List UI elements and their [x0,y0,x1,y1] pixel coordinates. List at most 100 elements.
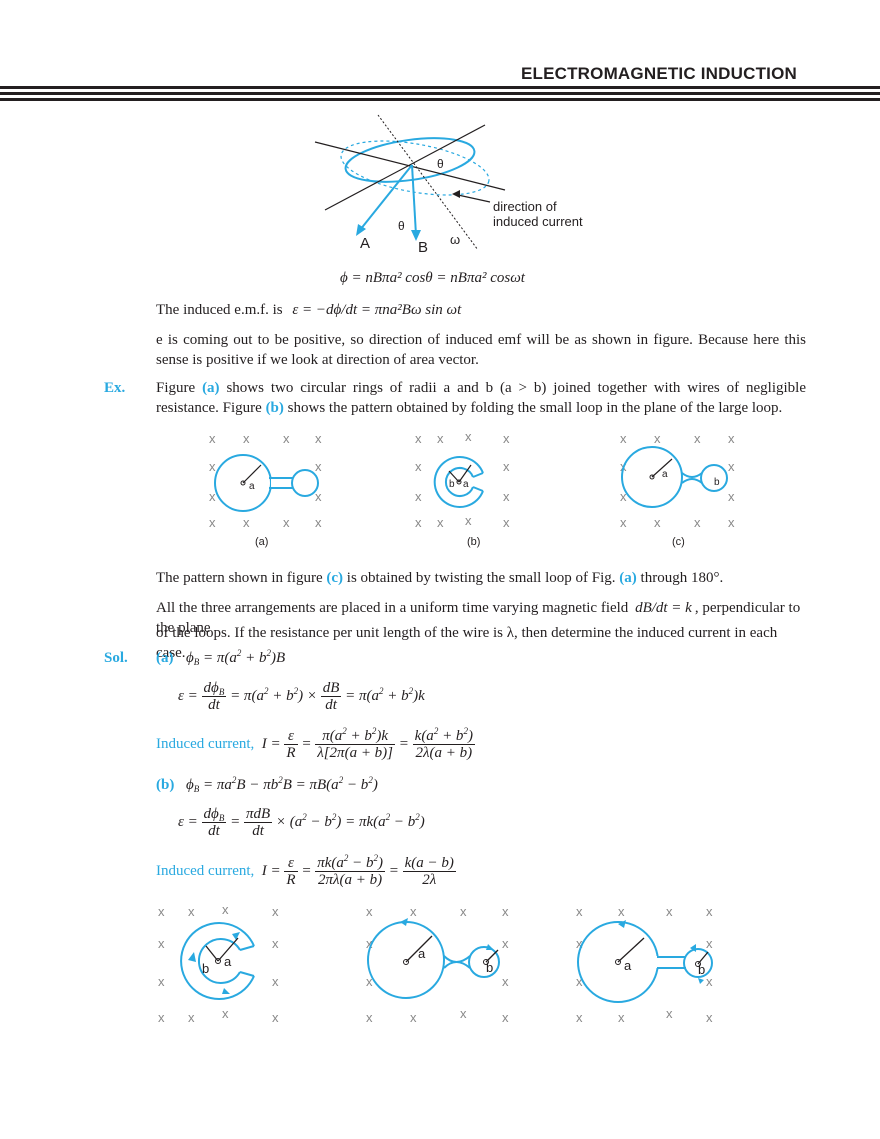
bottom-ring-figures: x x x x x x x x x x x x b a x x x x x x x x x x x x a b [158,902,713,1025]
text-2c: through 180°. [636,570,724,586]
angle-label-theta2: θ [398,219,405,233]
example-label: Ex. [104,380,126,396]
svg-text:x: x [620,489,627,504]
ref-b: (b) [265,400,284,416]
fig-c-label-b: b [714,477,720,488]
emf-prefix: The induced e.m.f. is [156,302,283,318]
svg-text:x: x [272,904,279,919]
angle-label-omega: ω [450,232,460,247]
svg-text:x: x [158,1010,165,1025]
svg-text:x: x [272,936,279,951]
svg-text:x: x [576,974,583,989]
rotating-coil-figure: A B θ θ ω direction of induced current [314,114,583,256]
bottom-right-label-a: a [624,958,632,973]
svg-text:x: x [209,489,216,504]
svg-text:x: x [465,513,472,528]
vector-label-a: A [360,235,370,252]
svg-text:x: x [502,974,509,989]
svg-text:x: x [283,515,290,530]
vector-label-b: B [418,239,428,256]
svg-text:x: x [222,1006,229,1021]
example-text-1b: shows two circular rings of radii a and … [156,380,806,416]
svg-text:x: x [315,459,322,474]
svg-text:x: x [415,515,422,530]
svg-text:x: x [618,1010,625,1025]
svg-text:x: x [158,904,165,919]
svg-text:x: x [222,902,229,917]
svg-text:x: x [503,515,510,530]
svg-text:x: x [366,974,373,989]
svg-text:x: x [209,459,216,474]
svg-text:x: x [728,489,735,504]
fig-caption-a: (a) [255,536,268,548]
annotation-line-1: direction of [493,199,557,214]
svg-text:x: x [188,904,195,919]
svg-text:x: x [315,515,322,530]
resistance-statement: of the loops. If the resistance per unit… [156,625,778,661]
svg-text:x: x [460,1006,467,1021]
flux-b: ϕB = πa2B − πb2B = πB(a2 − b2) [186,775,378,794]
svg-text:x: x [728,459,735,474]
svg-text:x: x [618,904,625,919]
bottom-mid-label-b: b [486,960,493,975]
text-3a: All the three arrangements are placed in… [156,600,629,616]
bottom-mid-label-a: a [418,946,426,961]
svg-text:x: x [209,431,216,446]
fig-caption-b: (b) [467,536,480,548]
svg-text:x: x [415,431,422,446]
svg-text:x: x [366,904,373,919]
fig-c-label-a: a [662,469,668,480]
svg-text:x: x [415,489,422,504]
svg-text:x: x [410,904,417,919]
svg-text:x: x [502,904,509,919]
svg-text:x: x [654,515,661,530]
svg-text:x: x [694,431,701,446]
svg-text:x: x [410,1010,417,1025]
svg-text:x: x [706,936,713,951]
fig-b-label-a: a [463,479,469,490]
emf-line: The induced e.m.f. is ε = −dϕ/dt = πna²B… [156,300,461,320]
svg-text:x: x [158,974,165,989]
svg-text:x: x [666,904,673,919]
svg-text:x: x [366,1010,373,1025]
svg-text:x: x [188,1010,195,1025]
svg-text:x: x [243,431,250,446]
annotation-line-2: induced current [493,214,583,229]
flux-a: ϕB = π(a2 + b2)B [186,648,286,667]
svg-text:x: x [576,1010,583,1025]
svg-text:x: x [415,459,422,474]
svg-text:x: x [576,936,583,951]
emf-equation: ε = −dϕ/dt = πna²Bω sin ωt [292,302,462,318]
svg-text:x: x [158,936,165,951]
bottom-left-label-a: a [224,954,232,969]
part-a-label: (a) [156,650,174,666]
svg-text:x: x [366,936,373,951]
header-rules [0,86,880,104]
svg-text:x: x [620,515,627,530]
fig-b-label-b: b [449,479,455,490]
svg-text:x: x [272,1010,279,1025]
svg-text:x: x [502,936,509,951]
svg-text:x: x [576,904,583,919]
bottom-right-label-b: b [698,962,705,977]
angle-label-theta: θ [437,157,444,171]
pattern-statement: The pattern shown in figure (c) is obtai… [156,568,806,588]
svg-text:x: x [503,431,510,446]
example-statement: Figure (a) shows two circular rings of r… [156,378,806,418]
svg-text:x: x [694,515,701,530]
svg-text:x: x [315,489,322,504]
ref-c: (c) [326,570,344,586]
svg-text:x: x [437,431,444,446]
induced-current-label-b: Induced current, [156,862,255,879]
ref-a2: (a) [619,570,637,586]
svg-text:x: x [465,429,472,444]
fig-a-label-a: a [249,481,255,492]
text-2a: The pattern shown in figure [156,570,327,586]
svg-text:x: x [654,431,661,446]
svg-text:x: x [502,1010,509,1025]
